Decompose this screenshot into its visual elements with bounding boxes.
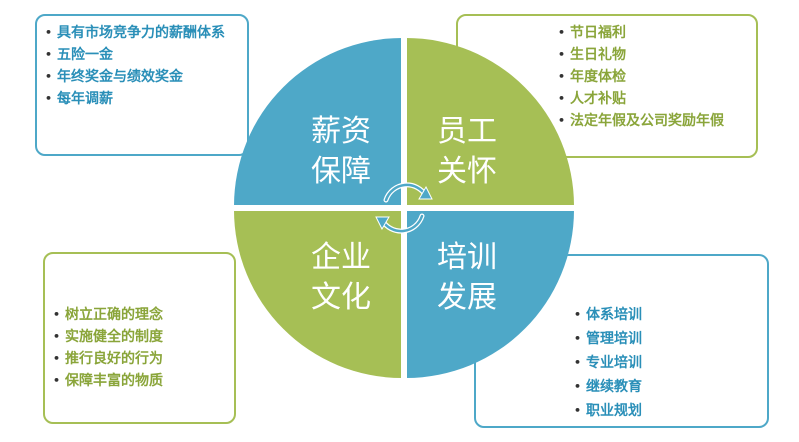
quadrant-label-culture: 企业 文化 (296, 238, 386, 318)
quadrant-training (406, 210, 574, 378)
list-item: 管理培训 (574, 327, 759, 351)
list-item: 法定年假及公司奖励年假 (558, 110, 748, 132)
label-line: 文化 (311, 280, 371, 315)
list-item: 实施健全的制度 (53, 326, 228, 348)
arrowhead-icon (375, 216, 390, 231)
label-line: 企业 (311, 240, 371, 275)
quadrant-label-training: 培训 发展 (422, 238, 512, 318)
label-line: 保障 (311, 154, 371, 189)
list-item: 节日福利 (558, 22, 748, 44)
list-item: 具有市场竞争力的薪酬体系 (45, 22, 240, 44)
list-item: 每年调薪 (45, 88, 240, 110)
list-item: 年终奖金与绩效奖金 (45, 66, 240, 88)
label-line: 关怀 (437, 154, 497, 189)
label-line: 培训 (437, 240, 497, 275)
quadrant-care (406, 38, 574, 206)
quadrant-label-care: 员工 关怀 (422, 112, 512, 192)
label-line: 薪资 (311, 114, 371, 149)
list-item: 五险一金 (45, 44, 240, 66)
quadrant-label-salary: 薪资 保障 (296, 112, 386, 192)
corporate-culture-list: 树立正确的理念 实施健全的制度 推行良好的行为 保障丰富的物质 (53, 304, 228, 392)
list-item: 体系培训 (574, 303, 759, 327)
cycle-arrows-icon (380, 183, 428, 233)
list-item: 专业培训 (574, 351, 759, 375)
label-line: 发展 (437, 280, 497, 315)
list-item: 人才补贴 (558, 88, 748, 110)
list-item: 年度体检 (558, 66, 748, 88)
list-item: 生日礼物 (558, 44, 748, 66)
label-line: 员工 (437, 114, 497, 149)
quadrant-culture (234, 210, 402, 378)
list-item: 继续教育 (574, 375, 759, 399)
salary-benefits-box: 具有市场竞争力的薪酬体系 五险一金 年终奖金与绩效奖金 每年调薪 (35, 14, 249, 156)
corporate-culture-box: 树立正确的理念 实施健全的制度 推行良好的行为 保障丰富的物质 (43, 252, 236, 424)
employee-care-list: 节日福利 生日礼物 年度体检 人才补贴 法定年假及公司奖励年假 (558, 22, 748, 132)
list-item: 保障丰富的物质 (53, 370, 228, 392)
salary-benefits-list: 具有市场竞争力的薪酬体系 五险一金 年终奖金与绩效奖金 每年调薪 (45, 22, 240, 110)
list-item: 职业规划 (574, 399, 759, 423)
list-item: 树立正确的理念 (53, 304, 228, 326)
training-development-list: 体系培训 管理培训 专业培训 继续教育 职业规划 (574, 303, 759, 423)
quadrant-salary (234, 38, 402, 206)
arrowhead-icon (418, 185, 433, 200)
list-item: 推行良好的行为 (53, 348, 228, 370)
